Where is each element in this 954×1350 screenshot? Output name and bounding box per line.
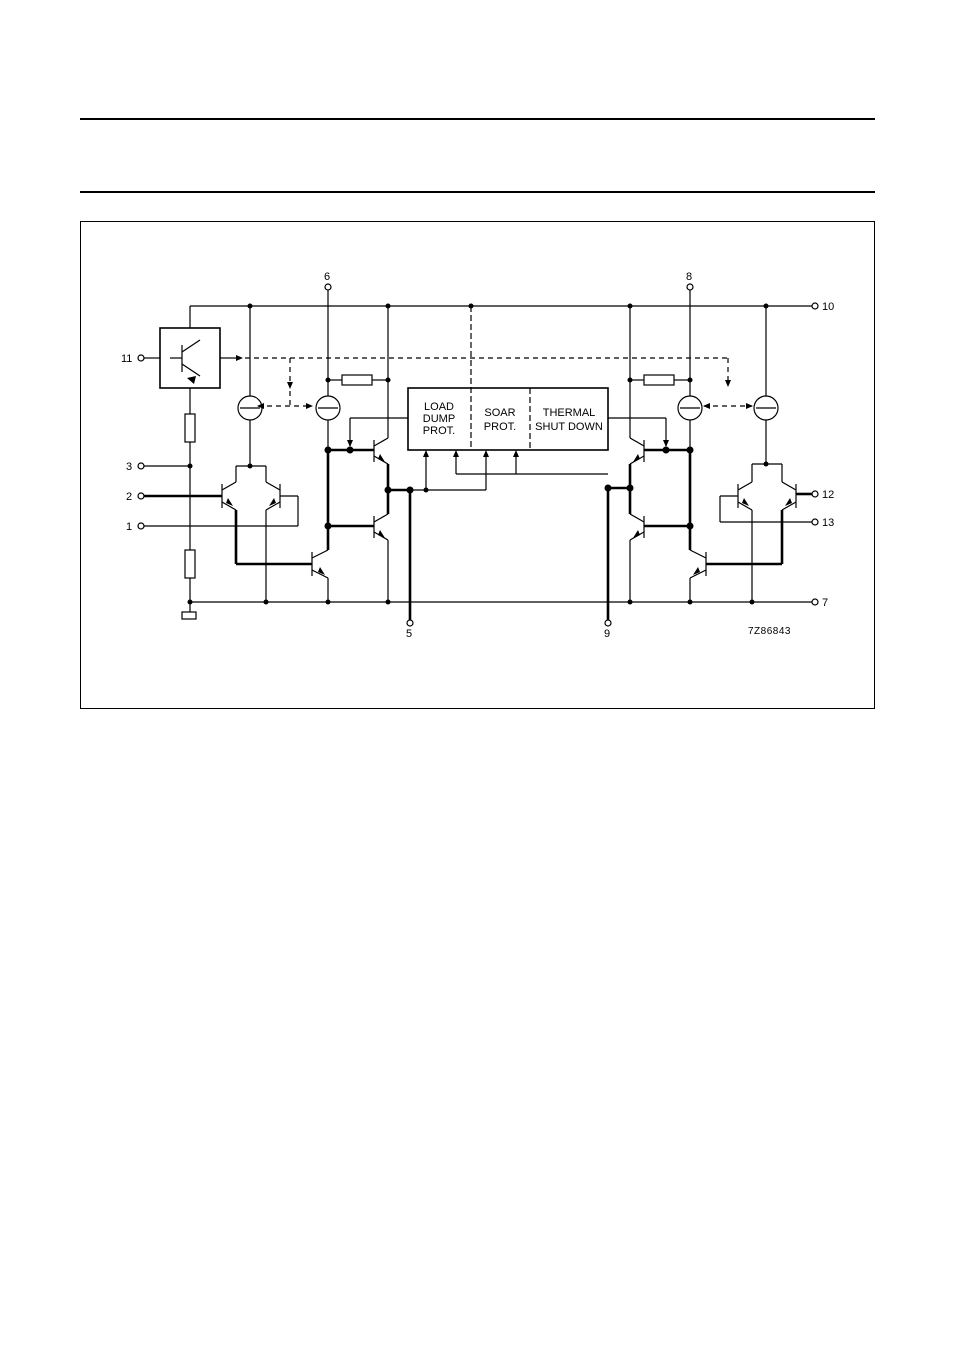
thermal-label-2: SHUT DOWN (535, 421, 603, 433)
pin-label-3: 3 (126, 461, 132, 473)
pin-label-12: 12 (822, 489, 834, 501)
resistor-right-feedback (644, 375, 674, 385)
junction-dots (188, 304, 769, 605)
load-dump-label-2: DUMP (423, 413, 455, 425)
resistor-left-feedback (342, 375, 372, 385)
pin-label-2: 2 (126, 491, 132, 503)
pin-label-1: 1 (126, 521, 132, 533)
pin-label-13: 13 (822, 517, 834, 529)
pin-label-5: 5 (406, 628, 412, 640)
pin-terminals (138, 284, 818, 626)
load-dump-label-3: PROT. (423, 425, 455, 437)
soar-label-2: PROT. (484, 421, 516, 433)
thermal-label-1: THERMAL (543, 407, 596, 419)
load-dump-label-1: LOAD (424, 401, 454, 413)
resistor-left-upper (185, 414, 195, 442)
resistor-left-lower (185, 550, 195, 578)
soar-label-1: SOAR (484, 407, 515, 419)
pin-label-9: 9 (604, 628, 610, 640)
pin-label-7: 7 (822, 597, 828, 609)
pin-label-11: 11 (121, 353, 132, 365)
pin-label-10: 10 (822, 301, 834, 313)
pin-label-6: 6 (324, 271, 330, 283)
drawing-code: 7Z86843 (748, 626, 791, 637)
pin-label-8: 8 (686, 271, 692, 283)
